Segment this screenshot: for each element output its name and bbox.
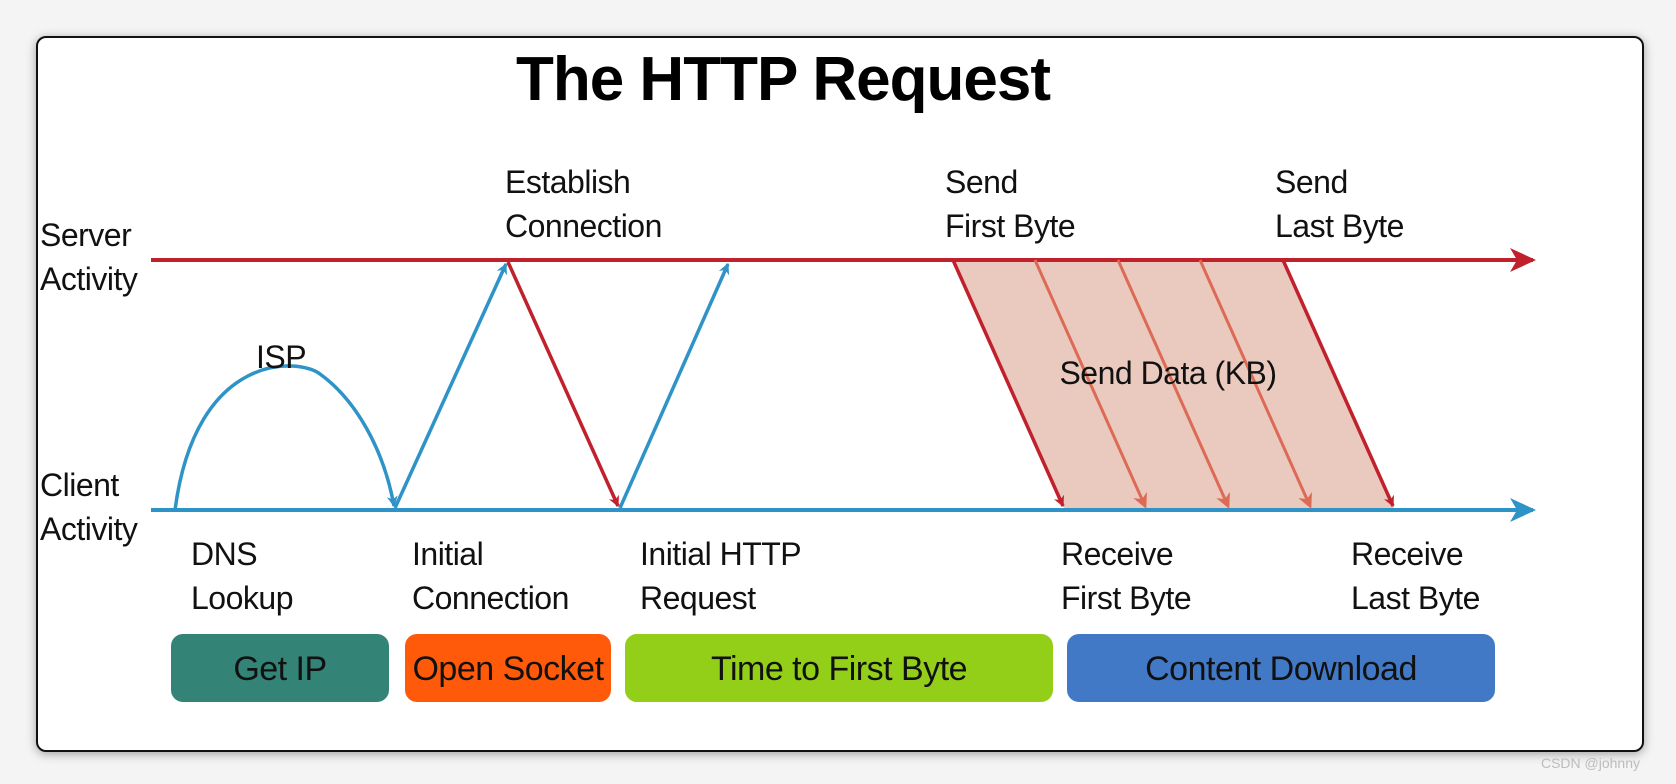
client-timeline-arrowhead [1510,498,1536,522]
data-arrow-3 [1116,259,1230,509]
last-byte-arrow [1281,259,1395,508]
server-lane-label-line2: Activity [40,261,138,297]
http-request-arrow [618,262,730,509]
client-lane-label-line1: Client [40,467,119,503]
establish-label-line1: Establish [505,164,630,200]
initial-request-label-line1: Initial HTTP [640,536,801,572]
diagram-card: The HTTP Request Server Activity Client … [36,36,1644,752]
server-timeline-arrowhead [1510,248,1536,272]
phase-open-socket-label: Open Socket [412,650,604,688]
isp-label: ISP [256,339,306,375]
phase-get-ip-bar [171,634,389,702]
initial-request-label-line2: Request [640,580,756,616]
phase-content-download: Content Download [1067,634,1495,702]
initial-connection-label-line1: Initial [412,536,483,572]
phase-open-socket-bar [405,634,611,702]
data-arrow-4 [1198,259,1312,509]
phase-get-ip: Get IP [171,634,389,702]
send-data-label: Send Data (KB) [1059,355,1276,391]
receive-last-label-line1: Receive [1351,536,1463,572]
syn-arrow [393,262,508,509]
http-request-diagram: The HTTP Request Server Activity Client … [40,45,1536,702]
phase-content-download-bar [1067,634,1495,702]
diagram-title: The HTTP Request [516,45,1050,114]
phase-time-to-first-byte: Time to First Byte [625,634,1053,702]
dns-label-line2: Lookup [191,580,293,616]
send-first-label-line2: First Byte [945,208,1075,244]
syn-ack-arrow [506,261,620,508]
client-lane-label-line2: Activity [40,511,138,547]
phase-get-ip-label: Get IP [233,650,326,688]
watermark-text: CSDN @johnny [1540,755,1640,771]
data-arrow-2 [1033,259,1147,509]
receive-first-label-line1: Receive [1061,536,1173,572]
send-first-label-line1: Send [945,164,1018,200]
initial-connection-label-line2: Connection [412,580,569,616]
first-byte-arrow [951,259,1065,508]
phase-ttfb-label: Time to First Byte [711,650,967,688]
send-last-label-line2: Last Byte [1275,208,1404,244]
server-lane-label-line1: Server [40,217,132,253]
receive-first-label-line2: First Byte [1061,580,1191,616]
isp-arc-arrow [173,364,398,511]
dns-label-line1: DNS [191,536,257,572]
establish-label-line2: Connection [505,208,662,244]
send-last-label-line1: Send [1275,164,1348,200]
phase-content-download-label: Content Download [1145,650,1417,688]
phase-ttfb-bar [625,634,1053,702]
phase-open-socket: Open Socket [405,634,611,702]
receive-last-label-line2: Last Byte [1351,580,1480,616]
